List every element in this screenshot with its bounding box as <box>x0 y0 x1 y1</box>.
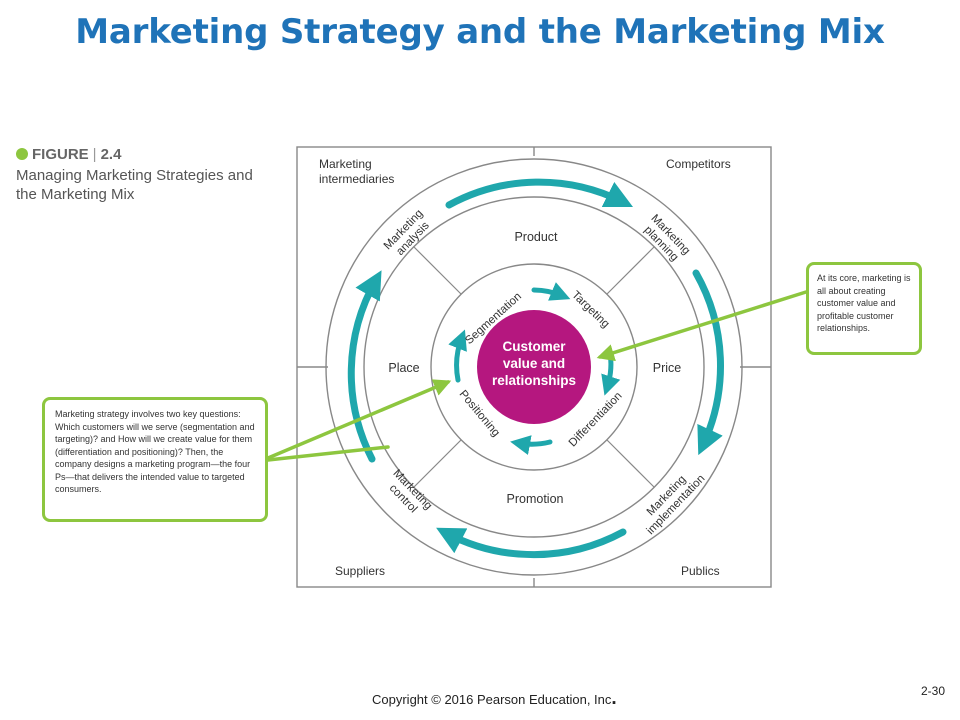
inner-arrow-targeting-to-differentiation <box>601 349 621 396</box>
mix-label-promotion: Promotion <box>507 492 564 506</box>
corner-label-competitors: Competitors <box>666 157 731 171</box>
cycle-arrow-analysis-to-planning <box>445 178 634 209</box>
cycle-arrow-control-to-analysis <box>347 270 382 463</box>
figure-separator: | <box>92 146 97 163</box>
page-number: 2-30 <box>921 684 946 698</box>
footer-period: . <box>611 688 617 709</box>
corner-label-intermediaries-line-1: Marketing <box>319 157 372 171</box>
customer-value-center-circle <box>477 310 591 424</box>
corner-label-intermediaries-line-2: intermediaries <box>319 172 394 186</box>
center-label-line-1: Customer <box>502 339 566 354</box>
figure-heading: FIGURE|2.4 <box>16 146 121 163</box>
slide-title: Marketing Strategy and the Marketing Mix <box>75 12 885 52</box>
callout-core-marketing: At its core, marketing is all about crea… <box>806 262 922 355</box>
center-label-line-2: value and <box>503 356 565 371</box>
inner-arrow-differentiation-to-positioning <box>510 435 553 455</box>
inner-arrow-segmentation-to-targeting <box>531 282 571 301</box>
footer-copyright: Copyright © 2016 Pearson Education, Inc. <box>372 688 617 710</box>
callout-left-arrow-lower <box>266 445 390 462</box>
mix-ring-inner-circle <box>430 263 638 471</box>
marketing-strategy-diagram: Customer value and relationships Marketi… <box>266 146 808 588</box>
cycle-arrow-planning-to-implementation <box>692 269 724 456</box>
outer-ring-circle <box>325 158 743 576</box>
center-label-line-3: relationships <box>492 373 576 388</box>
mix-label-price: Price <box>653 361 682 375</box>
inner-arrow-positioning-to-segmentation <box>448 329 467 383</box>
corner-label-publics: Publics <box>681 564 720 578</box>
mix-label-product: Product <box>514 230 558 244</box>
figure-label: FIGURE <box>32 146 89 163</box>
callout-left-arrow-upper <box>266 379 452 460</box>
mix-divider-sw <box>413 439 462 488</box>
callout-right-arrow <box>596 290 808 362</box>
callout-strategy-questions: Marketing strategy involves two key ques… <box>42 397 268 522</box>
figure-panel: FIGURE|2.4 Managing Marketing Strategies… <box>16 132 944 612</box>
mix-divider-ne <box>606 246 655 295</box>
corner-label-suppliers: Suppliers <box>335 564 385 578</box>
figure-number: 2.4 <box>100 146 122 163</box>
figure-bullet-icon <box>16 148 28 160</box>
mix-label-place: Place <box>388 361 419 375</box>
inner-label-targeting: Targeting <box>569 289 611 330</box>
cycle-arrow-implementation-to-control <box>436 527 627 559</box>
mix-divider-se <box>606 439 655 488</box>
mix-ring-outer-circle <box>363 196 705 538</box>
figure-caption: Managing Marketing Strategies and the Ma… <box>16 167 253 203</box>
footer-copyright-text: Copyright © 2016 Pearson Education, Inc <box>372 692 612 707</box>
mix-divider-nw <box>413 246 462 295</box>
